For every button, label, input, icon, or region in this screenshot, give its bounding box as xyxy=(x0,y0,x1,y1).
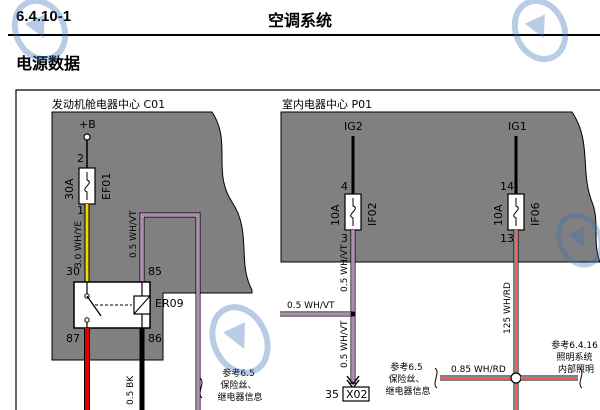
interior-fuse-box xyxy=(280,111,600,263)
wire-label-bk: 0.5 BK xyxy=(126,375,136,405)
relay-pin-86: 86 xyxy=(148,332,162,345)
wire-label-wh-rd-h: 0.85 WH/RD xyxy=(451,365,506,375)
wire-label-wh-vt-if02: 0.5 WH/VT xyxy=(340,244,350,292)
ref-right-line-3: 内部照明 xyxy=(558,363,594,375)
wire-label-wh-ye: 3.0 WH/YE xyxy=(74,221,84,268)
relay-pin-85: 85 xyxy=(148,265,162,278)
ef01-rating: 30A xyxy=(63,178,76,200)
watermark-logo xyxy=(556,212,600,268)
watermark-logo xyxy=(209,304,271,376)
b-plus-terminal xyxy=(83,133,91,141)
if06-pin-out: 13 xyxy=(500,232,514,245)
if02-rating: 10A xyxy=(329,204,342,226)
fuse-if02-element xyxy=(350,198,356,226)
wire-wh-vt-left-stripe xyxy=(141,214,199,410)
splice-if02 xyxy=(350,311,356,317)
ref-note-right: 参考6.4.16 照明系统 内部照明 xyxy=(551,339,600,375)
fuse-ef01-element xyxy=(84,172,90,200)
relay-pin-30: 30 xyxy=(66,265,80,278)
if06-pin-in: 14 xyxy=(500,180,514,193)
splice-if06 xyxy=(510,372,522,384)
ref-note-mid: 参考6.5 保险丝、 继电器信息 xyxy=(385,361,430,397)
relay-switch-arm xyxy=(86,295,102,317)
wire-break-left xyxy=(199,377,203,399)
engine-box-label: 发动机舱电器中心 C01 xyxy=(52,97,165,111)
wire-break-mid xyxy=(434,367,438,389)
ref-right-line-1: 参考6.4.16 xyxy=(551,339,598,351)
ef01-name: EF01 xyxy=(100,173,113,200)
ref-mid-line-1: 参考6.5 xyxy=(390,361,422,373)
wire-break-right xyxy=(579,367,583,389)
if02-name: IF02 xyxy=(366,202,379,226)
watermark-logo xyxy=(11,0,69,63)
b-plus-label: +B xyxy=(79,118,96,131)
connector-name: X02 xyxy=(346,388,368,401)
ref-left-line-1: 参考6.5 xyxy=(222,367,254,379)
fuse-if06-element xyxy=(513,198,519,226)
wire-label-wh-vt-h: 0.5 WH/VT xyxy=(287,301,335,311)
section-title: 电源数据 xyxy=(16,54,81,73)
connector-x02 xyxy=(342,386,370,402)
ref-mid-line-3: 继电器信息 xyxy=(385,385,430,397)
wire-label-wh-vt-left: 0.5 WH/VT xyxy=(129,210,139,258)
section-code: 6.4.10-1 xyxy=(16,8,71,25)
relay-name: ER09 xyxy=(155,297,184,310)
watermark-logo xyxy=(511,0,569,63)
wire-label-wh-rd-v: 125 WH/RD xyxy=(503,282,513,334)
ref-right-line-2: 照明系统 xyxy=(557,351,593,363)
if02-pin-out: 3 xyxy=(341,232,348,245)
relay-coil-slash xyxy=(133,295,151,315)
if06-rating: 10A xyxy=(492,204,505,226)
interior-box-label: 室内电器中心 P01 xyxy=(282,97,372,111)
ig1-label: IG1 xyxy=(508,120,527,133)
ref-note-left: 参考6.5 保险丝、 继电器信息 xyxy=(217,367,262,403)
connector-pin: 35 xyxy=(325,388,339,401)
ref-left-line-2: 保险丝、 xyxy=(221,379,257,391)
if06-name: IF06 xyxy=(529,202,542,226)
ig2-label: IG2 xyxy=(344,120,363,133)
ref-left-line-3: 继电器信息 xyxy=(217,391,262,403)
relay-contact-87 xyxy=(84,317,90,323)
page-title: 空调系统 xyxy=(267,11,332,30)
wire-label-wh-vt-x02: 0.5 WH/VT xyxy=(340,320,350,368)
diagram-frame xyxy=(15,89,600,410)
relay-pin-87: 87 xyxy=(66,332,80,345)
ef01-pin-in: 2 xyxy=(77,152,84,165)
ef01-pin-out: 1 xyxy=(77,204,84,217)
header-rule xyxy=(8,34,600,36)
if02-pin-in: 4 xyxy=(341,180,348,193)
ref-mid-line-2: 保险丝、 xyxy=(389,373,425,385)
